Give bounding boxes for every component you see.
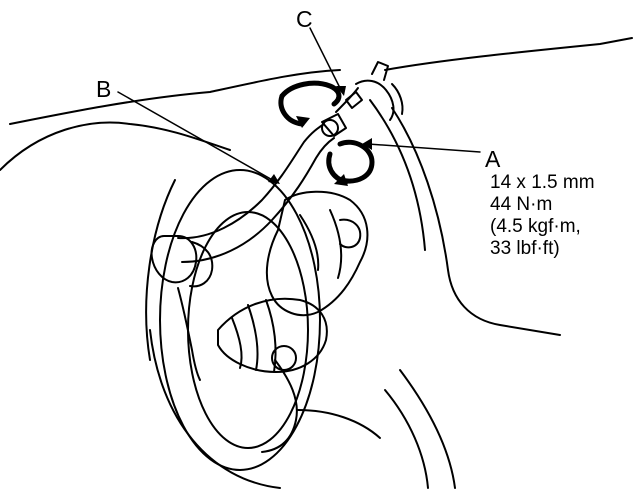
brake-pipe xyxy=(335,87,359,113)
boot-ring-2 xyxy=(247,304,259,371)
spec-thread-size: 14 x 1.5 mm xyxy=(490,172,595,193)
knuckle-detail-1 xyxy=(299,214,320,271)
callout-b: B xyxy=(96,76,112,102)
leader-b xyxy=(117,91,277,183)
brake-rotor xyxy=(159,169,321,471)
boot-ring-3 xyxy=(265,299,277,373)
arrowhead-c xyxy=(336,86,346,96)
strut-tower-inner xyxy=(369,99,426,251)
brake-hose-inner xyxy=(181,137,335,263)
leader-a xyxy=(367,143,481,153)
inner-fender-curve xyxy=(0,121,231,171)
rotation-arrow-upper xyxy=(279,80,342,107)
rotor-inner-ring xyxy=(187,211,309,449)
bracket-c-tab xyxy=(371,61,389,81)
hose-end-fitting xyxy=(150,235,198,284)
boot-ring-1 xyxy=(231,317,243,369)
knuckle-boss xyxy=(339,218,362,249)
lower-arm xyxy=(261,359,298,453)
bracket-c xyxy=(355,79,395,121)
rotation-arrow-lower xyxy=(337,139,375,184)
lower-bracket xyxy=(297,409,381,439)
brake-hose-outer xyxy=(177,123,325,240)
rim-arc-outer xyxy=(399,369,456,489)
drive-shaft-boot xyxy=(217,297,328,373)
rotation-arrowhead-upper xyxy=(296,116,310,128)
fender-outline xyxy=(9,69,341,125)
bracket-c-detail xyxy=(391,83,404,115)
rotation-arrowhead-lower xyxy=(334,174,348,186)
torque-spec: 14 x 1.5 mm 44 N·m (4.5 kgf·m, 33 lbf·ft… xyxy=(490,172,595,260)
brake-pipe-nut xyxy=(345,91,363,109)
leader-c xyxy=(309,27,343,93)
wheel-rim-left xyxy=(145,179,176,361)
spec-torque-kgfm: (4.5 kgf·m, xyxy=(490,216,581,237)
ball-joint xyxy=(271,345,297,371)
hose-clip xyxy=(189,241,214,288)
hose-fitting-a xyxy=(321,113,347,137)
steering-knuckle xyxy=(265,190,369,317)
callout-c: C xyxy=(296,6,313,32)
arrowhead-b xyxy=(268,174,280,184)
rotation-arrow-upper-tail xyxy=(278,93,305,127)
spec-torque-nm: 44 N·m xyxy=(490,194,553,215)
strut-tower-right xyxy=(391,107,561,336)
fender-upper-right xyxy=(384,37,633,71)
callout-a: A xyxy=(485,146,501,172)
wire-harness xyxy=(177,287,201,381)
wheel-rim-lower xyxy=(149,329,281,489)
spec-torque-lbfft: 33 lbf·ft) xyxy=(490,238,560,259)
rim-arc-inner xyxy=(384,389,429,489)
arrowhead-a xyxy=(362,138,372,150)
flare-nut xyxy=(321,119,339,137)
